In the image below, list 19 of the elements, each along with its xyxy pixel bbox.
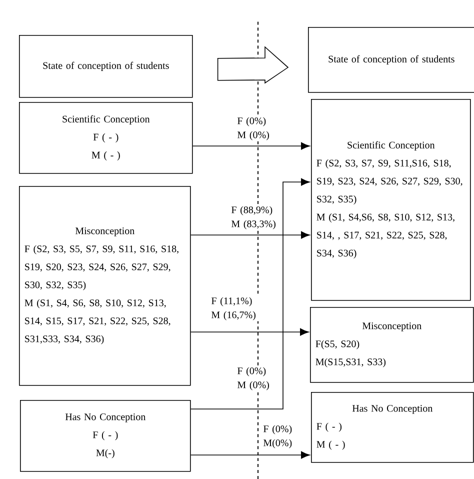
arrow: [192, 142, 310, 150]
heading-box: State of conception of students: [19, 35, 193, 98]
concept-box: Scientific Conception F (S2, S3, S7, S9, S11,S16, S18, S19, S23, S24, S26, S27, S29, S30, S32, S35) M (S1, S4,S6, S8, S10, S12, S13, S14, , S17, S21, S22, S25, S28, S34, S36): [311, 99, 471, 301]
edge-label: F (0%) M(0%): [262, 424, 298, 450]
edge-label: F (11,1%) M (16,7%): [210, 296, 260, 322]
concept-box: Has No Conception F ( - ) M ( - ): [311, 392, 474, 463]
arrow: [190, 178, 310, 410]
concept-box: Has No Conception F ( - ) M(-): [20, 400, 191, 472]
concept-box: Misconception F(S5, S20) M(S15,S31, S33): [310, 307, 474, 383]
edge-label: F (0%) M (0%): [236, 366, 272, 392]
arrow: [190, 231, 310, 239]
arrow: [190, 328, 309, 336]
edge-label: F (0%) M (0%): [236, 116, 272, 142]
concept-box: Scientific Conception F ( - ) M ( - ): [19, 102, 193, 174]
block-arrow: [217, 46, 289, 84]
arrow: [190, 451, 310, 459]
concept-box: Misconception F (S2, S3, S5, S7, S9, S11, S16, S18, S19, S20, S23, S24, S26, S27, S29, S30, S32, S35) M (S1, S4, S6, S8, S10, S12, S13, S14, S15, S17, S21, S22, S25, S28, S31,S33, S34, S36): [19, 186, 191, 386]
edge-label: F (88,9%) M (83,3%): [230, 205, 280, 230]
heading-box: State of conception of students: [308, 27, 474, 93]
